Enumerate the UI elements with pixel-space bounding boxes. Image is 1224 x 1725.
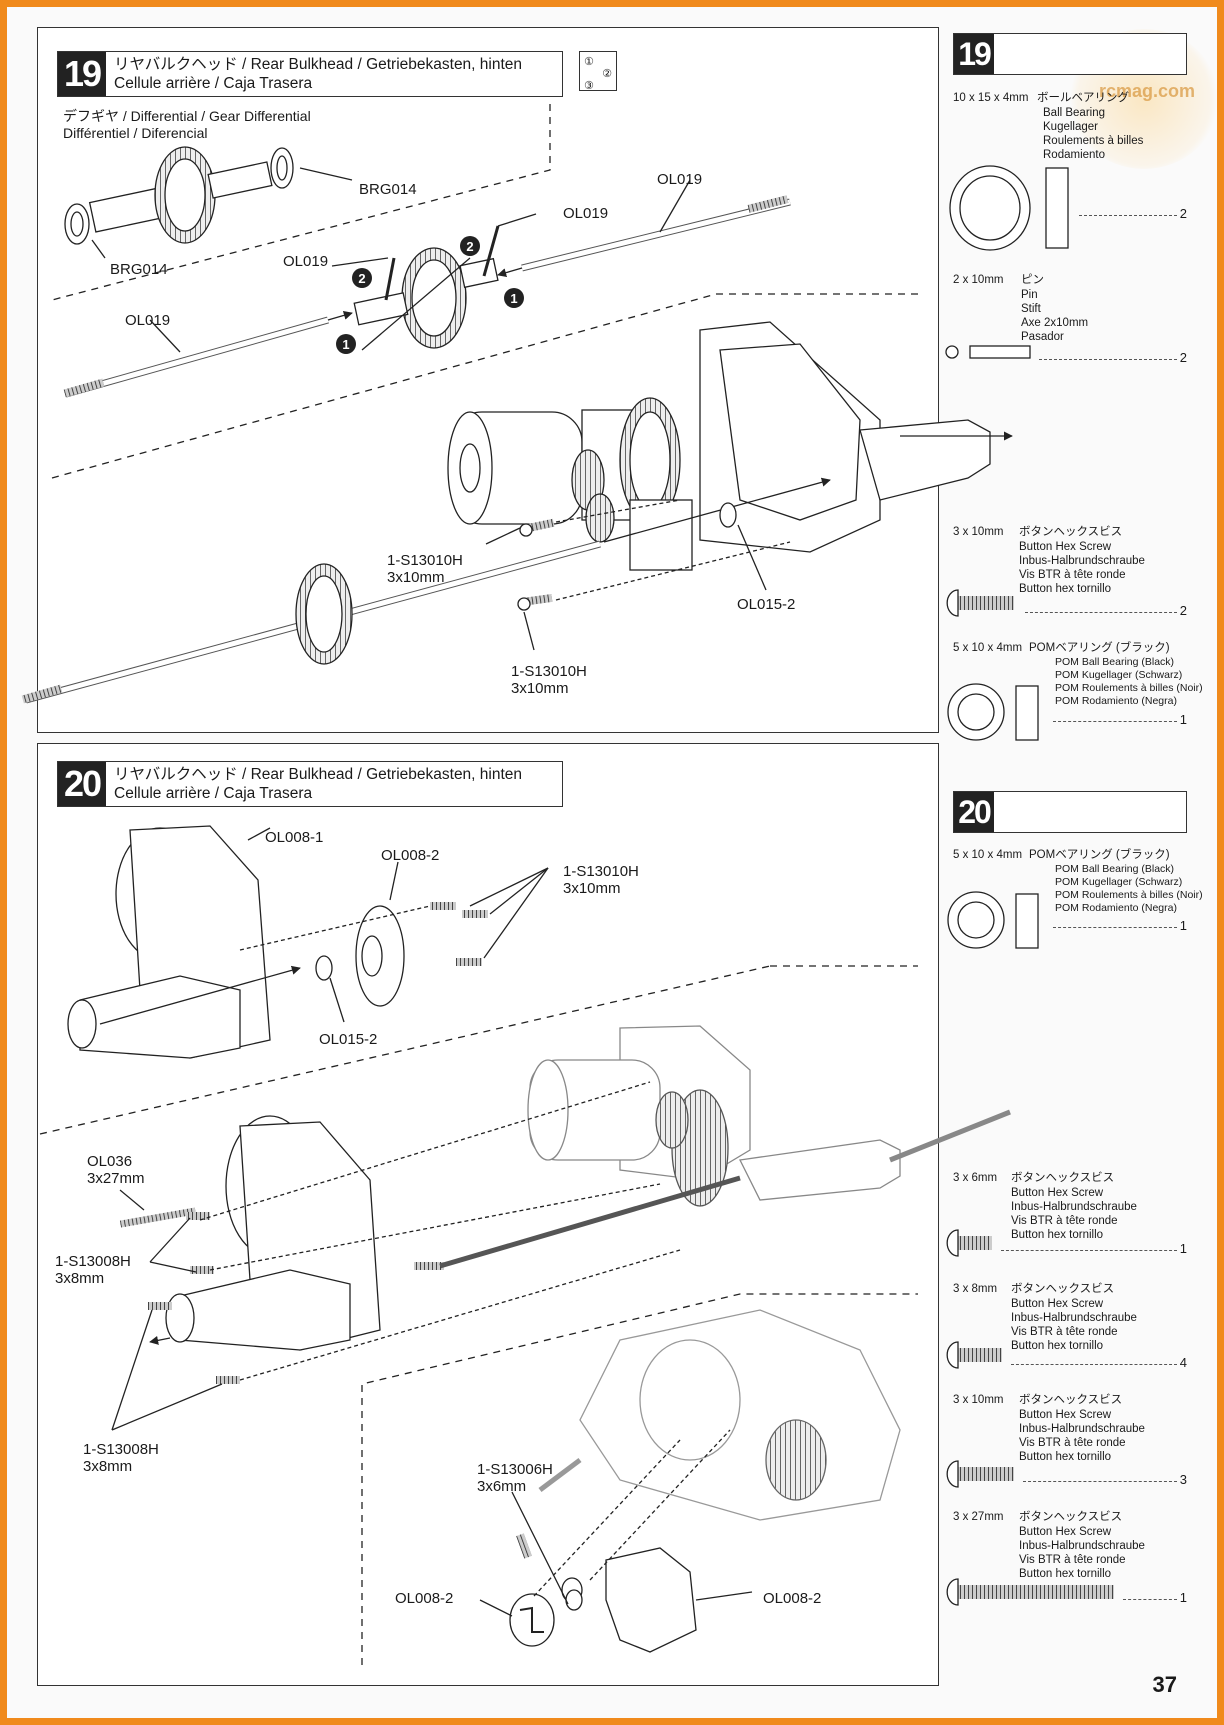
part-pom-bearing-step19: 5 x 10 x 4mm POMベアリング (ブラック) POM Ball Be… — [953, 642, 1203, 727]
label-screw-1-s13010h-a: 1-S13010H — [387, 552, 463, 569]
divider-19-b — [51, 293, 717, 479]
label-screw-size-b: 3x10mm — [511, 680, 569, 697]
label-ol008-1: OL008-1 — [265, 829, 324, 846]
marker-2-left: 2 — [358, 271, 365, 286]
screw-3x27-icon — [946, 1578, 1114, 1606]
screws-step19 — [485, 499, 791, 651]
label-screw-1-s13006h: 1-S13006H — [477, 1461, 553, 1478]
label-ol019-shaft-right: OL019 — [657, 171, 703, 188]
pom-bearing-icon-step19 — [947, 683, 1039, 741]
bulkhead-step20-middle — [149, 1115, 381, 1351]
page-number: 37 — [1152, 1672, 1177, 1697]
long-shaft-step19 — [21, 477, 831, 704]
gearbox-complete-step20 — [538, 1309, 901, 1521]
parts-20-header: 20 — [953, 791, 1187, 833]
step-20-number: 20 — [58, 762, 106, 806]
label-screw-1-s13010h-c: 1-S13010H — [563, 863, 639, 880]
screws-step20-top — [239, 867, 549, 966]
label-ol008-2-top: OL008-2 — [381, 847, 440, 864]
label-differential-2: Différentiel / Diferencial — [63, 125, 208, 141]
label-screw-1-s13008h-b: 1-S13008H — [83, 1441, 159, 1458]
step-20-title-line2: Cellule arrière / Caja Trasera — [114, 785, 313, 802]
label-screw-1-s13010h-b: 1-S13010H — [511, 663, 587, 680]
pom-bearing-icon-step20 — [947, 891, 1039, 949]
screw-3x10-icon-step19 — [946, 589, 1014, 617]
label-ol019-pin-left: OL019 — [283, 253, 329, 270]
differential-exploded — [64, 146, 353, 259]
step-20-title-line1: リヤバルクヘッド / Rear Bulkhead / Getriebekaste… — [114, 766, 523, 783]
motor-gearbox-step19 — [447, 321, 1013, 571]
bearing-large-icon — [949, 165, 1069, 251]
covers-step20 — [479, 1429, 753, 1653]
step-20-title: 20 リヤバルクヘッド / Rear Bulkhead / Getriebeka… — [57, 761, 563, 807]
divider-19-a — [51, 104, 551, 301]
step-19-title-line1: リヤバルクヘッド / Rear Bulkhead / Getriebekaste… — [114, 56, 523, 73]
label-ol019-shaft-left: OL019 — [125, 312, 171, 329]
gearbox-assembly-step20 — [527, 1025, 1011, 1207]
screw-3x8-icon — [946, 1341, 1002, 1369]
shaft-ol019-left — [63, 310, 353, 398]
label-screw-1-s13008h-a: 1-S13008H — [55, 1253, 131, 1270]
label-ol036-size: 3x27mm — [87, 1170, 145, 1187]
label-brg014-top: BRG014 — [359, 181, 417, 198]
label-screw-size-f: 3x6mm — [477, 1478, 527, 1495]
screws-step20-middle — [111, 1081, 741, 1431]
marker-1-right: 1 — [510, 291, 517, 306]
label-ol015-2-step20: OL015-2 — [319, 1031, 378, 1048]
step-19-number: 19 — [58, 52, 106, 96]
label-differential: デフギヤ / Differential / Gear Differential — [63, 108, 311, 124]
step-19-title: 19 リヤバルクヘッド / Rear Bulkhead / Getriebeka… — [57, 51, 563, 97]
part-pom-bearing-step20: 5 x 10 x 4mm POMベアリング (ブラック) POM Ball Be… — [953, 849, 1203, 933]
label-screw-size-a: 3x10mm — [387, 569, 445, 586]
label-ol015-2-step19: OL015-2 — [737, 596, 796, 613]
screw-3x10-icon-step20 — [946, 1460, 1014, 1488]
label-brg014-bottom: BRG014 — [110, 261, 168, 278]
plate-ol008-2 — [315, 861, 405, 1023]
label-ol019-pin-right: OL019 — [563, 205, 609, 222]
parts-19-header: 19 — [953, 33, 1187, 75]
order-markers — [336, 236, 524, 354]
bulkhead-ol008-1 — [67, 825, 301, 1059]
marker-2-right: 2 — [466, 239, 473, 254]
label-ol008-2-left: OL008-2 — [395, 1590, 454, 1607]
differential-with-pins — [331, 213, 537, 351]
sequence-order-icon: ① ② ③ — [579, 51, 617, 92]
label-screw-size-c: 3x10mm — [563, 880, 621, 897]
step-19-title-line2: Cellule arrière / Caja Trasera — [114, 75, 313, 92]
pin-icon — [945, 345, 1031, 359]
label-screw-size-e: 3x8mm — [83, 1458, 133, 1475]
screw-3x6-icon — [946, 1229, 992, 1257]
shaft-ol019-right — [497, 179, 791, 278]
marker-1-left: 1 — [342, 337, 349, 352]
label-screw-size-d: 3x8mm — [55, 1270, 105, 1287]
label-ol036: OL036 — [87, 1153, 133, 1170]
label-ol008-2-right: OL008-2 — [763, 1590, 822, 1607]
